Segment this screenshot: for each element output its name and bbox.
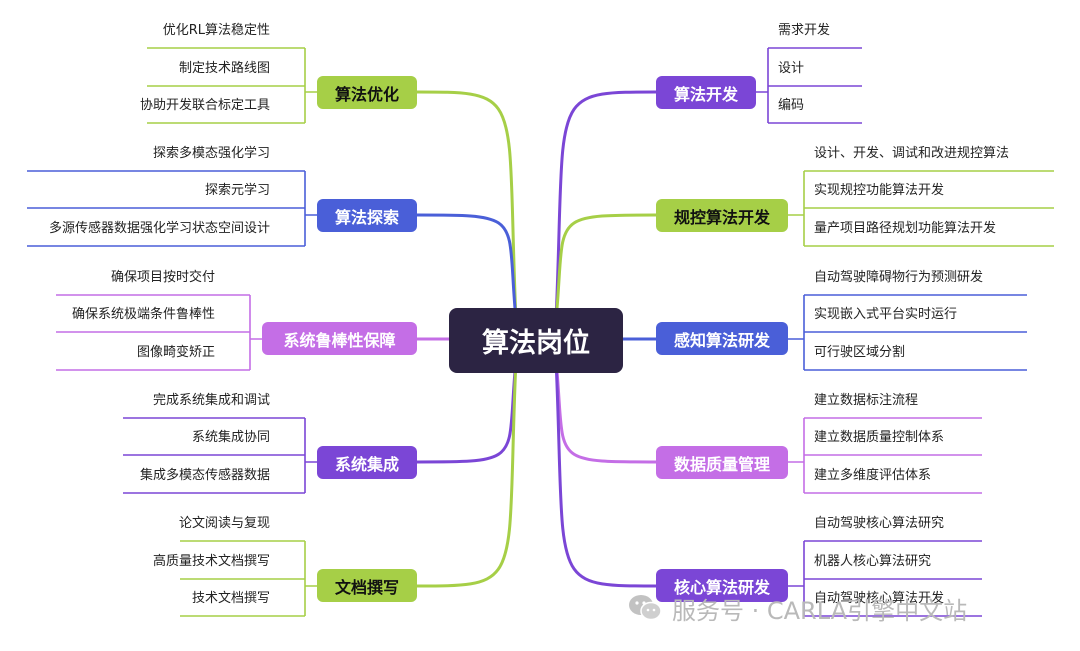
leaf-core-algo-2: 自动驾驶核心算法开发 (814, 591, 945, 606)
bracket-robustness (249, 295, 262, 370)
bracket-algo-dev (756, 48, 769, 123)
leaf-integration-0: 完成系统集成和调试 (152, 393, 270, 408)
leaf-data-quality-2: 建立多维度评估体系 (814, 468, 932, 483)
leaf-integration-2: 集成多模态传感器数据 (139, 468, 270, 483)
branch-node-docs: 文档撰写 (317, 569, 417, 602)
connector-planning-control (554, 213, 658, 322)
leaf-algo-opt-2: 协助开发联合标定工具 (139, 98, 270, 113)
connector-algo-opt (415, 90, 518, 322)
leaf-core-algo-0: 自动驾驶核心算法研究 (814, 516, 945, 531)
bracket-integration (304, 418, 317, 493)
watermark-text: 服务号 · CARLA引擎中文站 (672, 596, 968, 625)
leaf-algo-dev-0: 需求开发 (778, 23, 831, 38)
leaf-data-quality-1: 建立数据质量控制体系 (814, 430, 945, 445)
wechat-icon (628, 594, 662, 622)
branch-node-robustness: 系统鲁棒性保障 (262, 322, 417, 355)
leaf-planning-control-2: 量产项目路径规划功能算法开发 (814, 221, 997, 236)
leaf-algo-opt-0: 优化RL算法稳定性 (162, 23, 270, 38)
leaf-algo-dev-2: 编码 (778, 98, 805, 113)
connector-core-algo (554, 358, 658, 588)
leaf-integration-1: 系统集成协同 (191, 430, 270, 445)
leaf-planning-control-0: 设计、开发、调试和改进规控算法 (814, 146, 1010, 161)
leaf-docs-0: 论文阅读与复现 (178, 516, 270, 531)
bracket-perception (788, 295, 805, 370)
connector-algo-dev (554, 90, 658, 322)
leaf-data-quality-0: 建立数据标注流程 (814, 393, 919, 408)
branch-node-perception: 感知算法研发 (656, 322, 788, 355)
leaf-docs-1: 高质量技术文档撰写 (152, 554, 270, 569)
bracket-planning-control (788, 171, 805, 246)
connector-data-quality (554, 358, 658, 464)
leaf-algo-explore-2: 多源传感器数据强化学习状态空间设计 (48, 221, 270, 236)
bracket-algo-explore (304, 171, 317, 246)
bracket-algo-opt (304, 48, 317, 123)
leaf-docs-2: 技术文档撰写 (191, 591, 270, 606)
branch-node-core-algo: 核心算法研发 (656, 569, 788, 602)
branch-node-algo-opt: 算法优化 (317, 76, 417, 109)
bracket-data-quality (788, 418, 805, 493)
branch-node-planning-control: 规控算法开发 (656, 199, 788, 232)
leaf-robustness-1: 确保系统极端条件鲁棒性 (71, 307, 215, 322)
leaf-algo-explore-0: 探索多模态强化学习 (152, 146, 270, 161)
leaf-algo-opt-1: 制定技术路线图 (178, 61, 270, 76)
branch-node-integration: 系统集成 (317, 446, 417, 479)
leaf-algo-explore-1: 探索元学习 (204, 183, 270, 198)
leaf-perception-1: 实现嵌入式平台实时运行 (814, 307, 958, 322)
leaf-robustness-0: 确保项目按时交付 (110, 270, 215, 285)
branch-node-algo-explore: 算法探索 (317, 199, 417, 232)
leaf-robustness-2: 图像畸变矫正 (136, 345, 215, 360)
connector-algo-explore (415, 213, 518, 322)
leaf-planning-control-1: 实现规控功能算法开发 (814, 183, 945, 198)
leaf-core-algo-1: 机器人核心算法研究 (814, 554, 932, 569)
leaf-perception-2: 可行驶区域分割 (814, 345, 906, 360)
watermark: 服务号 · CARLA引擎中文站 (628, 591, 967, 625)
leaf-perception-0: 自动驾驶障碍物行为预测研发 (814, 270, 984, 285)
central-topic: 算法岗位 (449, 308, 623, 373)
connector-docs (415, 358, 518, 588)
leaf-algo-dev-1: 设计 (778, 61, 805, 76)
branch-node-algo-dev: 算法开发 (656, 76, 756, 109)
branch-node-data-quality: 数据质量管理 (656, 446, 788, 479)
bracket-docs (304, 541, 317, 616)
connector-integration (415, 358, 518, 464)
